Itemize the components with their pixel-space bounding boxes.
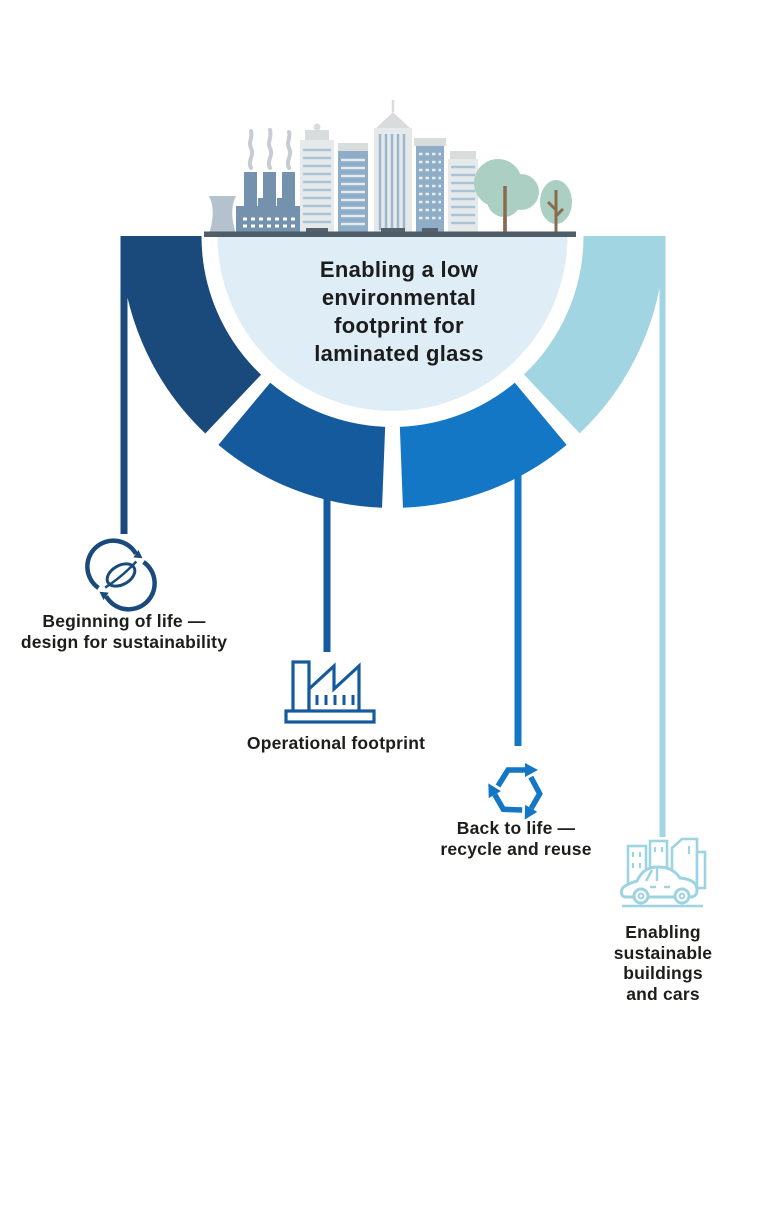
ring-segment-back-to-life — [398, 382, 567, 508]
smoke-icon — [285, 130, 293, 170]
ring-segment-operational-footprint — [218, 382, 387, 508]
connector-line-2 — [323, 480, 331, 652]
smoke-icon — [266, 128, 274, 170]
buildings-car-icon — [619, 837, 707, 908]
recycle-icon — [488, 763, 543, 820]
skyline-buildings-icon — [300, 100, 478, 236]
connector-line-1 — [120, 236, 128, 534]
ground-line — [204, 231, 576, 237]
connector-line-4 — [659, 236, 666, 837]
stage-label-operational-footprint: Operational footprint — [246, 733, 426, 753]
tree-icon — [540, 180, 572, 236]
factory-icon — [284, 660, 376, 724]
ring-segment-enabling-sustainable — [523, 235, 665, 434]
stage-label-enabling-sustainable: Enabling sustainable buildings and cars — [613, 922, 713, 1004]
cooling-tower-icon — [209, 196, 236, 234]
tree-icon — [474, 159, 539, 236]
inner-half-circle — [217, 236, 568, 411]
stage-label-back-to-life: Back to life — recycle and reuse — [440, 818, 592, 859]
stage-label-beginning-of-life: Beginning of life — design for sustainab… — [20, 611, 228, 652]
ring-segment-beginning-of-life — [120, 235, 262, 434]
city-illustration — [204, 100, 576, 237]
connector-line-3 — [514, 460, 522, 746]
leaf-cycle-icon — [85, 538, 157, 612]
smoke-icon — [247, 129, 255, 170]
diagram-title: Enabling a low environmental footprint f… — [314, 257, 484, 366]
